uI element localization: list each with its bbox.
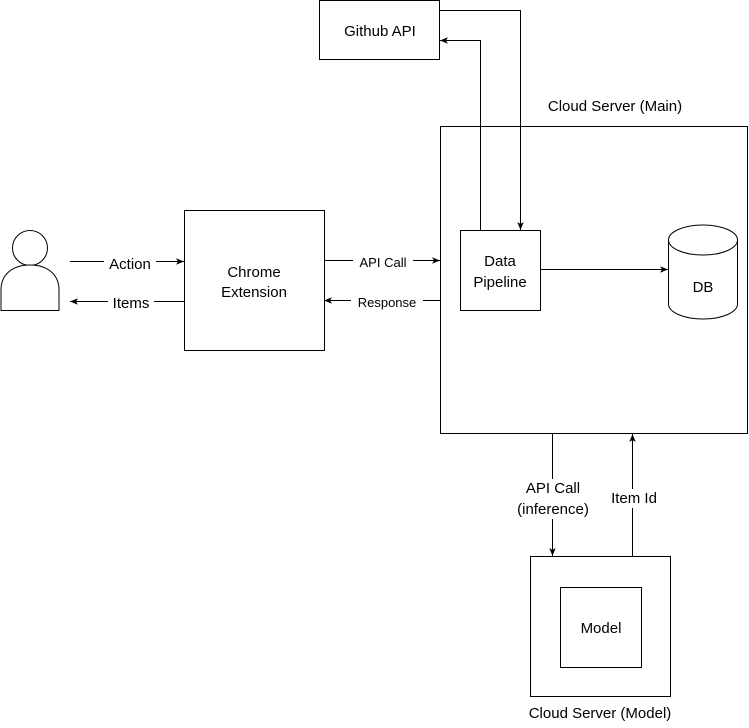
edge-response-label: Response	[358, 295, 417, 310]
edge-action-label: Action	[109, 256, 151, 273]
github-api-label: Github API	[344, 23, 416, 40]
cloud-server-model-title: Cloud Server (Model)	[529, 705, 672, 722]
data-pipeline-box	[460, 230, 541, 311]
github-api-box	[319, 0, 440, 60]
edge-api-call-label-bg	[353, 253, 413, 270]
edge-item-id-label-bg	[604, 489, 662, 508]
edge-action-label-bg	[104, 254, 156, 272]
edge-api-call-label: API Call	[360, 255, 407, 270]
db-label: DB	[693, 279, 714, 296]
model-box	[560, 587, 642, 668]
chrome-extension-box	[184, 210, 325, 351]
edge-github-to-pipeline	[440, 10, 524, 230]
edge-api-call-inference-label-bg	[510, 479, 596, 519]
edge-items-label-bg	[108, 294, 154, 312]
cloud-server-main-title: Cloud Server (Main)	[548, 98, 682, 115]
edge-items-label: Items	[113, 295, 150, 312]
data-pipeline-label-line1: Data	[484, 253, 516, 270]
edge-api-call-inference-label-line1: API Call	[526, 480, 580, 497]
edge-item-id-label: Item Id	[611, 490, 657, 507]
person-icon	[0, 230, 60, 311]
db-cylinder	[668, 224, 738, 320]
chrome-extension-label-line1: Chrome	[227, 264, 280, 281]
edge-pipeline-to-github	[440, 37, 481, 230]
chrome-extension-label-line2: Extension	[221, 284, 287, 301]
data-pipeline-label-line2: Pipeline	[473, 274, 526, 291]
edge-response-label-bg	[351, 293, 423, 310]
edge-api-call-inference-label-line2: (inference)	[517, 501, 589, 518]
model-label: Model	[581, 620, 622, 637]
